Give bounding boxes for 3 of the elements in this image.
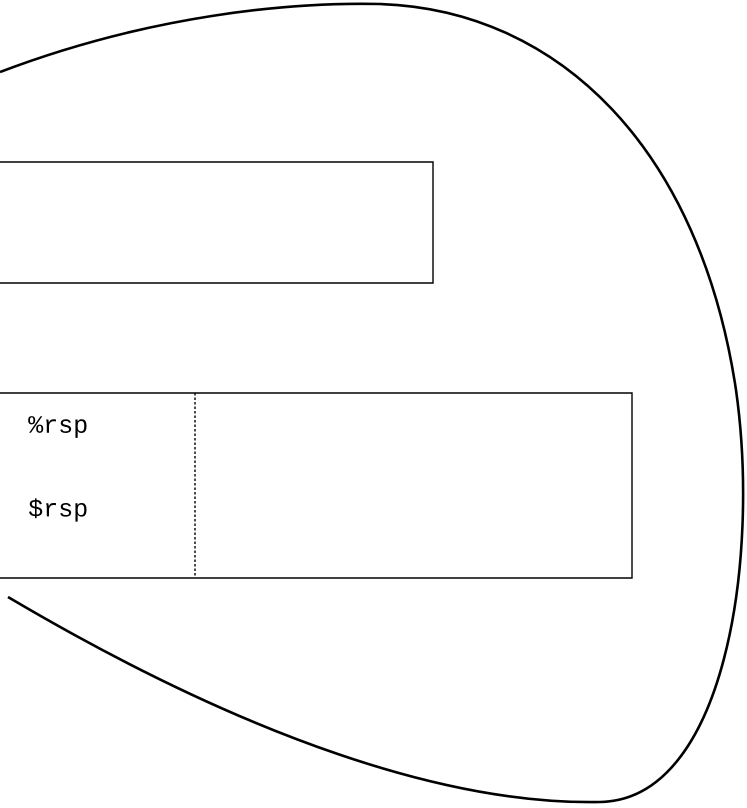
register-name: $rsp bbox=[29, 498, 86, 522]
empty-box bbox=[0, 161, 434, 284]
register-name: %rsp bbox=[28, 416, 86, 438]
